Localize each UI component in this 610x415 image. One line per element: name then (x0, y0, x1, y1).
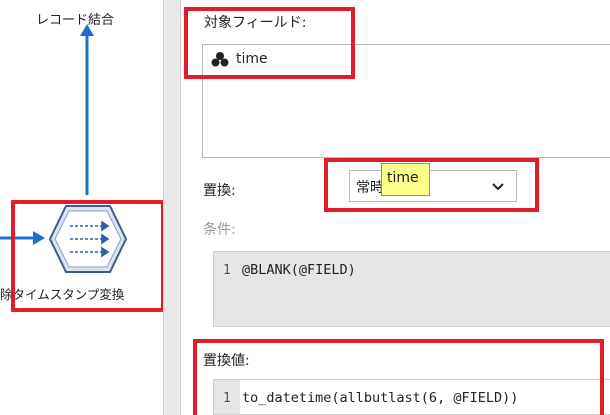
replace-value-label: 置換値: (203, 353, 250, 369)
tooltip: time (381, 163, 430, 196)
chevron-down-icon[interactable] (490, 178, 506, 194)
nominal-field-icon (211, 52, 229, 67)
merge-node-label: レコード結合 (36, 13, 115, 28)
stream-canvas[interactable]: レコード結合 除タイムスタンプ変換 (0, 0, 163, 415)
pane-splitter[interactable] (163, 0, 181, 415)
replace-select[interactable]: 常時 (349, 170, 517, 202)
condition-code: @BLANK(@FIELD) (242, 262, 356, 278)
replace-label: 置換: (203, 183, 236, 199)
replace-value-code: to_datetime(allbutlast(6, @FIELD)) (242, 390, 519, 406)
filler-node-icon[interactable] (48, 204, 128, 274)
list-item[interactable]: time (211, 51, 268, 67)
line-number: 1 (223, 391, 231, 406)
condition-label: 条件: (203, 222, 236, 238)
field-name: time (236, 51, 268, 67)
condition-code-area[interactable]: @BLANK(@FIELD) (240, 252, 610, 326)
line-gutter: 1 (214, 380, 240, 414)
replace-select-value: 常時 (356, 180, 384, 196)
node-label: 除タイムスタンプ変換 (0, 287, 125, 302)
replace-value-editor[interactable]: 1 to_datetime(allbutlast(6, @FIELD)) (213, 379, 610, 415)
line-gutter: 1 (214, 252, 240, 326)
condition-editor[interactable]: 1 @BLANK(@FIELD) (213, 251, 610, 327)
target-fields-list[interactable]: time (202, 44, 610, 158)
target-fields-label: 対象フィールド: (204, 15, 307, 31)
line-number: 1 (223, 263, 231, 278)
connector-lines (0, 24, 94, 245)
